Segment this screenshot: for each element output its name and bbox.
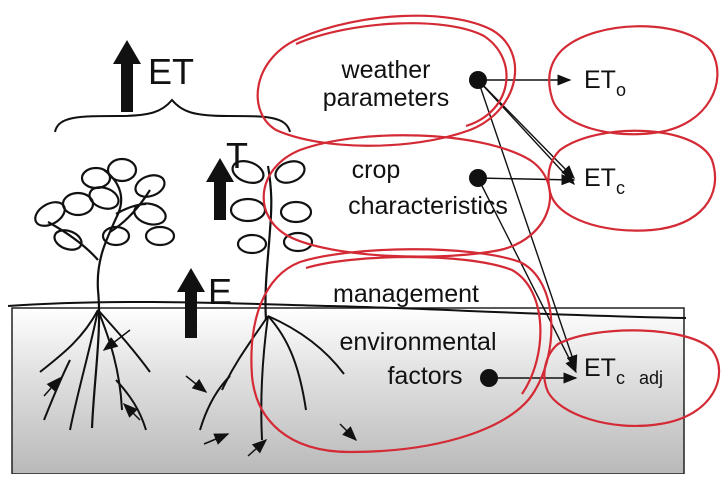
management-label: management	[333, 280, 479, 308]
transpiration-label: T	[226, 135, 248, 176]
roots-right	[199, 315, 345, 441]
environment-node-dot	[480, 369, 498, 387]
weather-circle-2	[295, 22, 508, 128]
et-brace	[54, 98, 291, 133]
eto-circle	[548, 25, 719, 136]
red-annotations	[250, 14, 721, 454]
etc-label: ETc	[584, 164, 625, 198]
soil-evaporation-arrows	[43, 329, 358, 457]
connector-lines	[477, 74, 578, 384]
etc-adj-circle	[543, 329, 721, 428]
environment-label-line2: factors	[387, 362, 462, 390]
etc-circle	[547, 129, 717, 232]
environment-label-line1: environmental	[339, 328, 496, 356]
plant-right	[229, 160, 314, 321]
evaporation-label: E	[208, 271, 232, 312]
eto-label: ETo	[584, 66, 626, 100]
ground-surface-line	[7, 300, 687, 319]
crop-label-line2: characteristics	[348, 192, 508, 220]
crop-circle	[262, 134, 552, 258]
et-arrow	[113, 40, 141, 112]
weather-label-line1: weather	[341, 56, 431, 84]
evaporation-arrow	[177, 268, 205, 338]
weather-node-dot	[469, 71, 487, 89]
soil-profile	[11, 307, 685, 475]
crop-node-dot	[469, 169, 487, 187]
weather-circle	[256, 14, 517, 147]
et-label: ET	[148, 51, 194, 92]
env-circle-2	[305, 255, 542, 395]
transpiration-arrow	[206, 158, 234, 220]
plant-left	[34, 157, 176, 429]
weather-label-line2: parameters	[323, 84, 449, 112]
crop-label-line1: crop	[352, 156, 401, 184]
env-circle	[250, 248, 553, 454]
